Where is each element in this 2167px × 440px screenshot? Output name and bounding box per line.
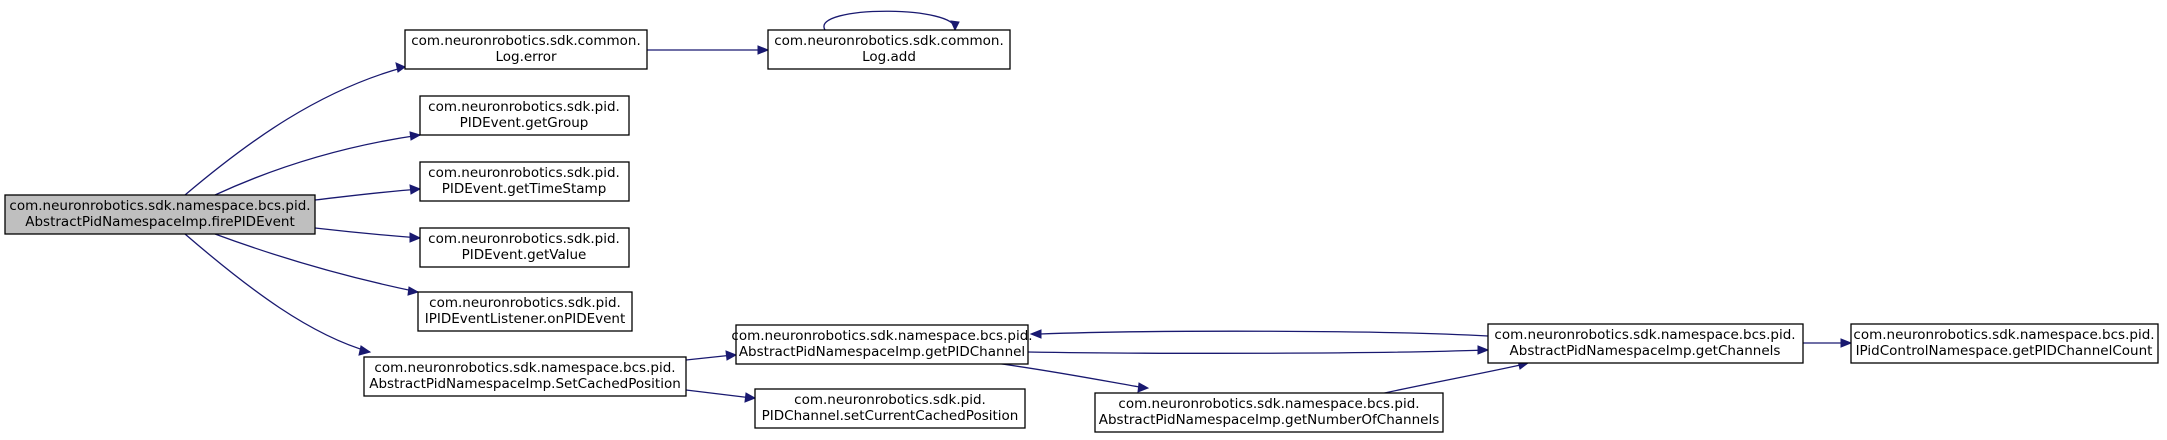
node-get-group[interactable]: com.neuronrobotics.sdk.pid. PIDEvent.get… (419, 95, 630, 136)
edge-log-error-to-log-add (647, 45, 770, 55)
node-get-group-line1: com.neuronrobotics.sdk.pid. (428, 99, 620, 115)
node-set-current-cached-position-line1: com.neuronrobotics.sdk.pid. (794, 392, 986, 408)
node-log-add-line2: Log.add (862, 49, 916, 65)
node-get-number-of-channels[interactable]: com.neuronrobotics.sdk.namespace.bcs.pid… (1094, 392, 1444, 433)
edge-root-to-set-cached (184, 233, 372, 356)
node-on-pid-event[interactable]: com.neuronrobotics.sdk.pid. IPIDEventLis… (417, 291, 633, 332)
edge-get-pid-channel-to-get-number (994, 362, 1150, 393)
node-get-timestamp-line1: com.neuronrobotics.sdk.pid. (428, 165, 620, 181)
edge-get-pid-channel-to-get-channels (1027, 345, 1490, 355)
node-get-pid-channel-count-line2: IPidControlNamespace.getPIDChannelCount (1856, 343, 2153, 359)
node-get-timestamp-line2: PIDEvent.getTimeStamp (442, 181, 607, 197)
edge-root-to-get-timestamp (314, 184, 422, 201)
node-get-value-line2: PIDEvent.getValue (462, 247, 587, 263)
node-get-channels[interactable]: com.neuronrobotics.sdk.namespace.bcs.pid… (1487, 323, 1804, 364)
node-fire-pid-event-line2: AbstractPidNamespaceImp.firePIDEvent (25, 214, 295, 230)
node-on-pid-event-line2: IPIDEventListener.onPIDEvent (425, 311, 626, 327)
node-fire-pid-event[interactable]: com.neuronrobotics.sdk.namespace.bcs.pid… (4, 194, 316, 235)
edge-get-channels-to-get-pid-channel (1029, 329, 1489, 339)
node-set-cached-position[interactable]: com.neuronrobotics.sdk.namespace.bcs.pid… (363, 356, 687, 397)
node-get-value-line1: com.neuronrobotics.sdk.pid. (428, 231, 620, 247)
node-fire-pid-event-line1: com.neuronrobotics.sdk.namespace.bcs.pid… (9, 198, 310, 214)
edge-set-cached-to-set-current (685, 389, 757, 403)
node-get-channels-line2: AbstractPidNamespaceImp.getChannels (1510, 343, 1781, 359)
node-get-pid-channel-count[interactable]: com.neuronrobotics.sdk.namespace.bcs.pid… (1850, 323, 2159, 364)
edge-set-cached-to-get-pid-channel (685, 350, 738, 361)
edge-root-to-listener (214, 233, 420, 296)
node-log-error-line2: Log.error (495, 49, 557, 65)
edge-get-channels-to-get-pid-channel-count (1803, 338, 1853, 348)
node-get-pid-channel-line1: com.neuronrobotics.sdk.namespace.bcs.pid… (731, 328, 1032, 344)
node-log-add[interactable]: com.neuronrobotics.sdk.common. Log.add (767, 29, 1011, 70)
node-set-current-cached-position-line2: PIDChannel.setCurrentCachedPosition (762, 408, 1019, 424)
node-on-pid-event-line1: com.neuronrobotics.sdk.pid. (429, 295, 621, 311)
node-log-error-line1: com.neuronrobotics.sdk.common. (411, 33, 641, 49)
node-log-error[interactable]: com.neuronrobotics.sdk.common. Log.error (404, 29, 648, 70)
node-get-number-of-channels-line2: AbstractPidNamespaceImp.getNumberOfChann… (1099, 412, 1440, 428)
node-set-current-cached-position[interactable]: com.neuronrobotics.sdk.pid. PIDChannel.s… (754, 388, 1026, 429)
node-get-pid-channel[interactable]: com.neuronrobotics.sdk.namespace.bcs.pid… (731, 324, 1033, 365)
node-get-value[interactable]: com.neuronrobotics.sdk.pid. PIDEvent.get… (419, 227, 630, 268)
node-set-cached-position-line1: com.neuronrobotics.sdk.namespace.bcs.pid… (374, 360, 675, 376)
edge-root-to-log-error (184, 62, 407, 196)
node-log-add-line1: com.neuronrobotics.sdk.common. (774, 33, 1004, 49)
node-get-pid-channel-count-line1: com.neuronrobotics.sdk.namespace.bcs.pid… (1853, 327, 2154, 343)
node-set-cached-position-line2: AbstractPidNamespaceImp.SetCachedPositio… (369, 376, 681, 392)
edge-log-add-self (823, 10, 960, 32)
edge-root-to-get-group (214, 131, 422, 196)
node-get-group-line2: PIDEvent.getGroup (460, 115, 589, 131)
edge-get-number-to-get-channels (1379, 360, 1530, 395)
node-get-timestamp[interactable]: com.neuronrobotics.sdk.pid. PIDEvent.get… (419, 161, 630, 202)
node-get-pid-channel-line2: AbstractPidNamespaceImp.getPIDChannel (739, 344, 1025, 360)
edge-root-to-get-value (314, 227, 422, 243)
node-get-number-of-channels-line1: com.neuronrobotics.sdk.namespace.bcs.pid… (1118, 396, 1419, 412)
node-get-channels-line1: com.neuronrobotics.sdk.namespace.bcs.pid… (1494, 327, 1795, 343)
